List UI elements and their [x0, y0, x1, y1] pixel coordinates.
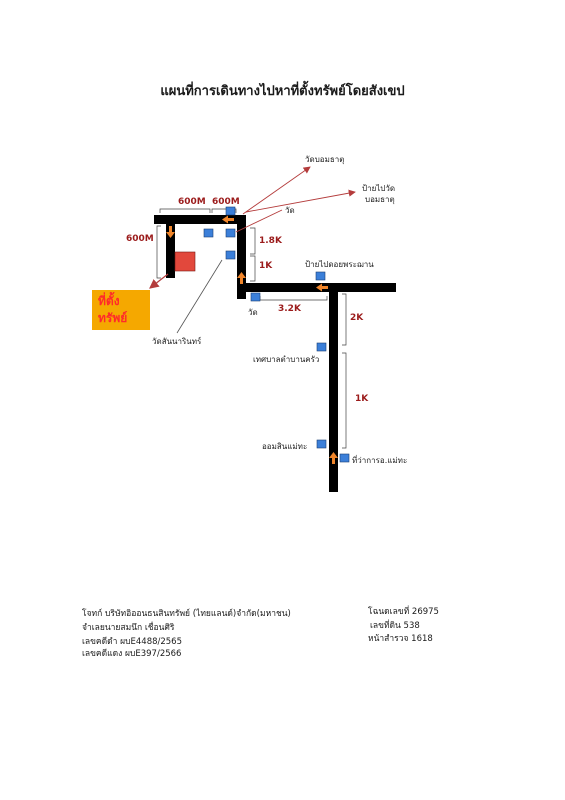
- property-badge-line1: ที่ตั้ง: [98, 294, 120, 308]
- label-wat-small: วัด: [285, 206, 295, 215]
- bracket-lower-right: [250, 255, 256, 282]
- distance-upper-right: 1.8K: [259, 236, 282, 246]
- pointer-sign-wat: [245, 189, 356, 213]
- road-top: [154, 215, 246, 224]
- distance-lower-right: 1K: [259, 261, 273, 271]
- bracket-top-right: [211, 208, 237, 213]
- landmark-markers: [203, 206, 350, 463]
- arrow-up-center: [237, 272, 246, 284]
- footer-case-red: เลขคดีแดง ผบE397/2566: [82, 649, 182, 659]
- marker-wat-bom-that: [225, 206, 236, 216]
- distance-down-2k: 2K: [350, 313, 364, 323]
- distance-top-left: 600M: [178, 197, 206, 207]
- pointer-wat-sannarin: [176, 259, 223, 334]
- direction-arrows: [166, 215, 338, 464]
- label-sign-wat-line2: บอมธาตุ: [365, 195, 395, 204]
- arrow-up-main: [329, 452, 338, 464]
- footer-defendant: จำเลยนายสมนึก เชื่อนศิริ: [82, 623, 175, 633]
- marker-sign-doi: [315, 271, 326, 281]
- pointer-property: [149, 273, 169, 289]
- pointer-wat-small: [235, 209, 283, 233]
- property-marker: [174, 251, 196, 272]
- pointer-wat-bom-that: [242, 166, 311, 215]
- distance-left-vertical: 600M: [126, 234, 154, 244]
- label-district-office: ที่ว่าการอ.แม่ทะ: [352, 456, 408, 465]
- label-wat-bom-that: วัดบอมธาตุ: [305, 155, 345, 164]
- label-municipality: เทศบาลตำบานครัว: [253, 355, 320, 364]
- bracket-horizontal: [259, 296, 328, 301]
- footer-plaintiff: โจทก์ บริษัทอิออนธนสินทรัพย์ (ไทยแลนด์)จ…: [82, 609, 291, 619]
- marker-top-road-a: [203, 228, 214, 238]
- road-center-vertical: [237, 215, 246, 299]
- footer-survey-page: หน้าสำรวจ 1618: [368, 634, 433, 644]
- marker-top-road-b: [225, 228, 236, 238]
- label-wat-sannarin: วัดสันนารินทร์: [152, 337, 202, 346]
- arrow-left-top: [222, 215, 234, 224]
- label-wat-lower: วัด: [248, 308, 258, 317]
- marker-savings: [316, 439, 327, 449]
- marker-wat-sannarin: [225, 250, 236, 260]
- marker-district-office: [339, 453, 350, 463]
- dimension-brackets: [156, 208, 347, 449]
- bracket-down-1k: [342, 352, 347, 449]
- marker-wat-lower: [250, 292, 261, 302]
- distance-horizontal: 3.2K: [278, 304, 301, 314]
- arrow-left-horizontal: [316, 283, 328, 292]
- distance-top-right: 600M: [212, 197, 240, 207]
- bracket-upper-right: [250, 227, 256, 255]
- pointer-lines: [149, 166, 356, 334]
- property-badge-line2: ทรัพย์: [98, 311, 128, 325]
- label-savings: ออมสินแม่ทะ: [262, 442, 308, 451]
- road-main-vertical: [329, 283, 338, 492]
- label-sign-wat-line1: ป้ายไปวัด: [362, 184, 396, 193]
- footer-case-black: เลขคดีดำ ผบE4488/2565: [82, 637, 182, 647]
- marker-municipality: [316, 342, 327, 352]
- footer-deed-no: โฉนดเลขที่ 26975: [368, 607, 439, 617]
- road-left-stub: [166, 224, 175, 278]
- bracket-down-2k: [342, 293, 347, 346]
- footer-land-no: เลขที่ดิน 538: [370, 621, 420, 631]
- distance-down-1k: 1K: [355, 394, 369, 404]
- arrow-down-left: [166, 226, 175, 238]
- map-title: แผนที่การเดินทางไปหาที่ตั้งทรัพย์โดยสังเ…: [160, 84, 405, 99]
- property-badge: ที่ตั้ง ทรัพย์: [92, 290, 150, 330]
- bracket-left-vertical: [156, 225, 161, 279]
- bracket-top-left: [159, 208, 211, 213]
- label-sign-doi: ป้ายไปดอยพระฌาน: [305, 260, 374, 269]
